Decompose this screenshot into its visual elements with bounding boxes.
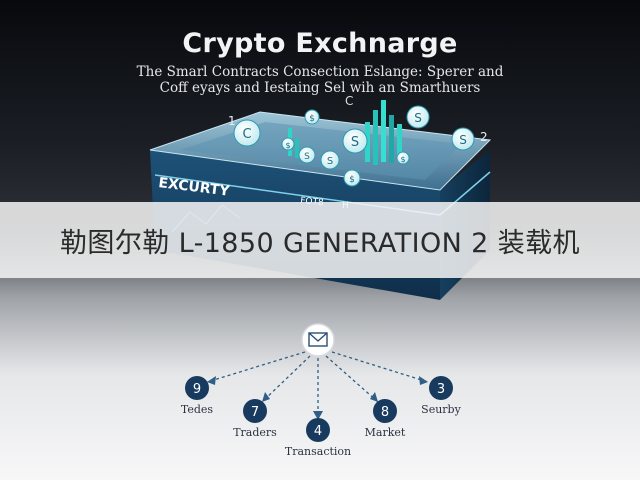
coin: $ <box>304 109 320 125</box>
svg-text:S: S <box>351 135 359 150</box>
corner-label-left: 1 <box>228 114 236 128</box>
network-node: 8 <box>373 399 397 423</box>
coin: $ <box>343 169 361 187</box>
svg-text:S: S <box>414 111 422 125</box>
network-node: 9 <box>185 376 209 400</box>
svg-text:$: $ <box>400 155 405 164</box>
svg-text:$: $ <box>309 114 315 124</box>
svg-text:S: S <box>459 133 467 147</box>
overlay-banner: 勒图尔勒 L-1850 GENERATION 2 装载机 <box>0 202 640 278</box>
coin: S <box>451 127 475 151</box>
svg-text:$: $ <box>349 175 355 185</box>
coin-group: C S S S $ S S $ $ $ <box>233 105 475 187</box>
coin: S <box>406 105 430 129</box>
node-label: Seurby <box>421 403 461 416</box>
coin: S <box>298 146 316 164</box>
network-node: 7 <box>243 399 267 423</box>
node-number: 8 <box>381 405 389 420</box>
corner-label-right: 2 <box>480 130 488 144</box>
subtitle-line-1: The Smarl Contracts Consection Eslange: … <box>136 64 504 80</box>
coin: S <box>320 150 340 170</box>
node-label: Market <box>364 426 406 439</box>
node-number: 9 <box>193 382 201 397</box>
network-node: 4 <box>306 418 330 442</box>
coin: S <box>342 128 368 154</box>
coin: $ <box>396 151 410 165</box>
node-label: Traders <box>233 426 277 439</box>
svg-text:C: C <box>242 127 251 142</box>
network-connectors <box>206 351 429 420</box>
network-node: 3 <box>429 376 453 400</box>
network-diagram: 9 7 4 8 3 <box>185 323 453 442</box>
node-number: 3 <box>437 382 445 397</box>
network-arrowheads <box>207 376 428 420</box>
banner-text: 勒图尔勒 L-1850 GENERATION 2 装载机 <box>60 227 580 259</box>
svg-text:$: $ <box>285 141 290 150</box>
svg-text:S: S <box>304 152 310 162</box>
coin: C <box>233 119 261 147</box>
node-number: 4 <box>314 424 322 439</box>
stray-c-label: C <box>345 94 354 108</box>
envelope-icon <box>308 332 328 347</box>
page-title: Crypto Exchnarge <box>182 28 458 59</box>
node-label: Transaction <box>284 445 352 458</box>
subtitle: The Smarl Contracts Consection Eslange: … <box>60 64 580 96</box>
subtitle-line-2: Coff eyays and Iestaing Sel wih an Smart… <box>159 80 481 96</box>
hub-node <box>301 323 335 357</box>
node-label: Tedes <box>180 403 214 416</box>
coin: $ <box>281 137 295 151</box>
svg-text:S: S <box>327 156 333 167</box>
node-number: 7 <box>251 405 259 420</box>
